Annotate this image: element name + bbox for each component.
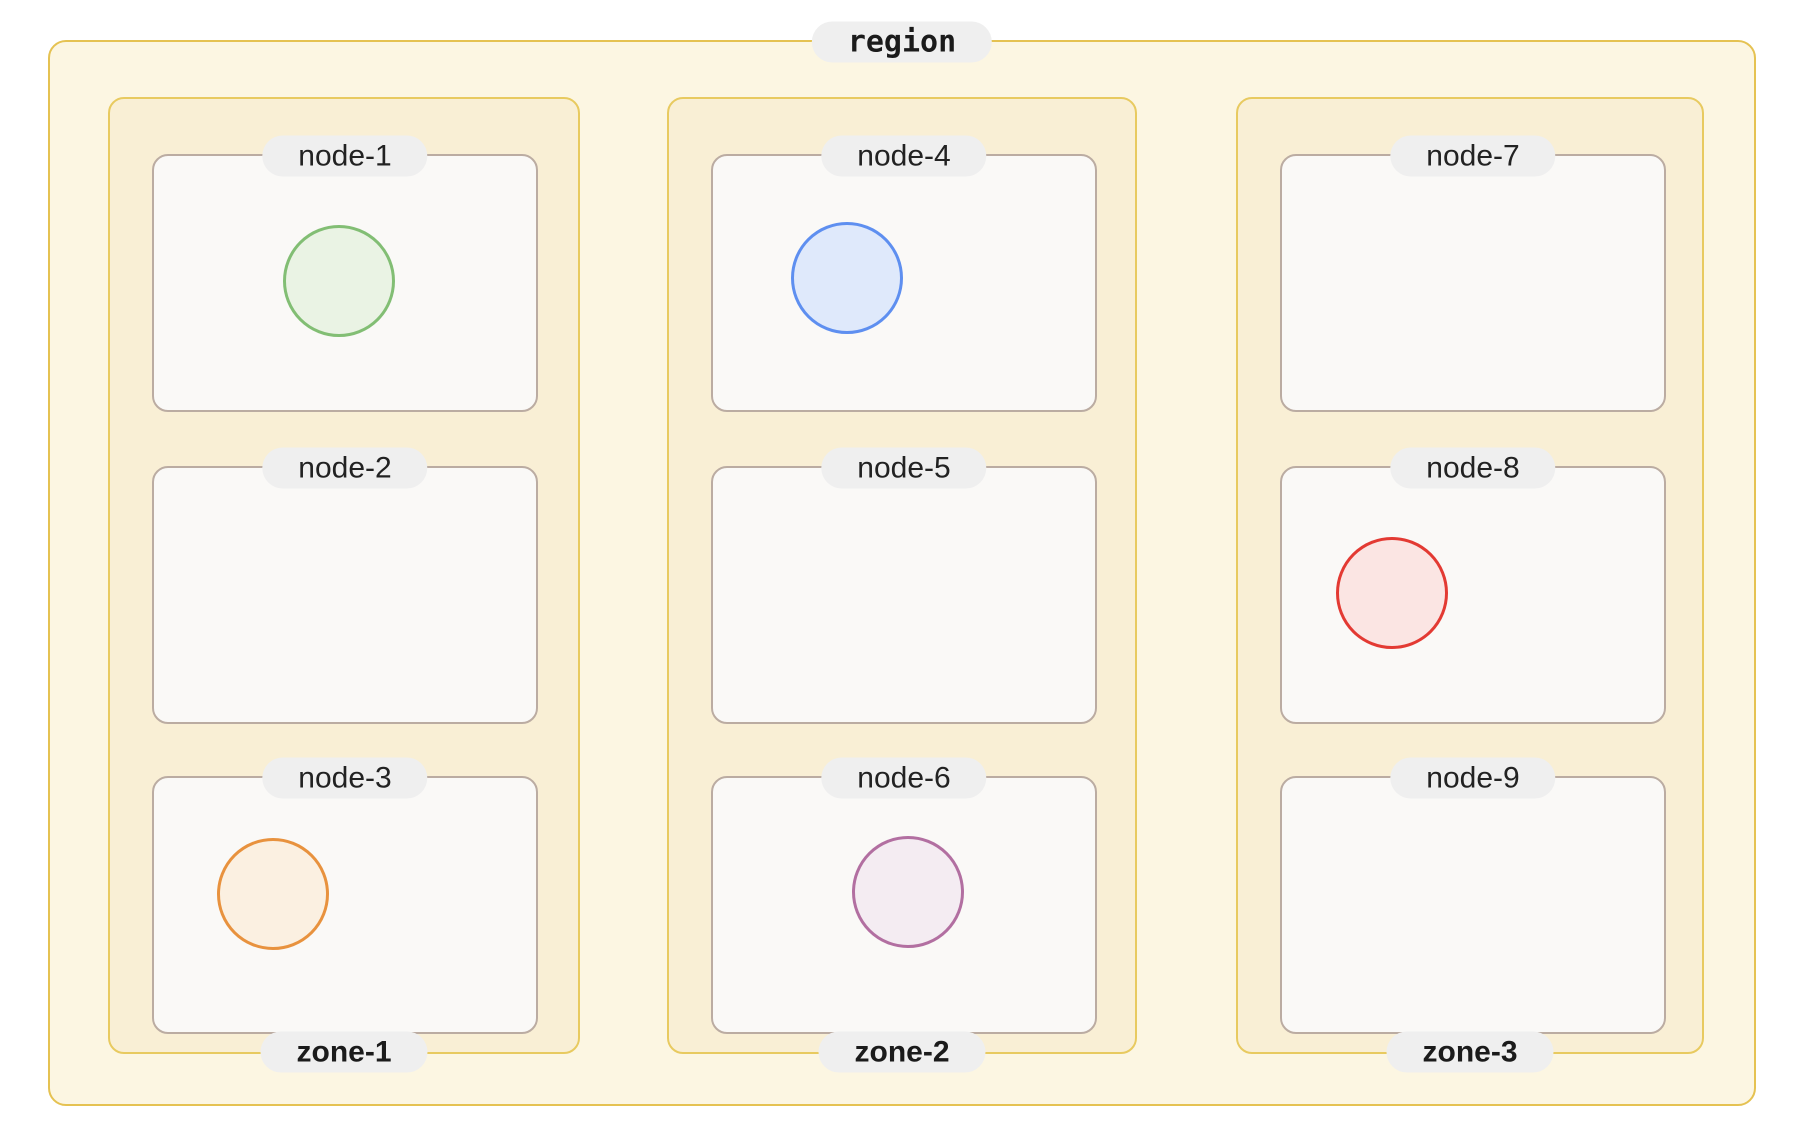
zone-1-container: zone-1 node-1 node-2 node-3	[108, 97, 580, 1073]
node-5-box: node-5	[711, 447, 1097, 724]
zone-2-container: zone-2 node-4 node-5 node-6	[667, 97, 1137, 1073]
node-9-box: node-9	[1280, 757, 1666, 1034]
node-6-label: node-6	[821, 757, 987, 799]
pod-circle-purple	[852, 836, 964, 948]
node-1-box: node-1	[152, 135, 538, 412]
node-3-label: node-3	[262, 757, 428, 799]
node-4-box: node-4	[711, 135, 1097, 412]
node-7-box: node-7	[1280, 135, 1666, 412]
pod-circle-orange	[217, 838, 329, 950]
node-4-label: node-4	[821, 135, 987, 177]
node-2-label: node-2	[262, 447, 428, 489]
pod-circle-green	[283, 225, 395, 337]
node-6-box: node-6	[711, 757, 1097, 1034]
node-8-box: node-8	[1280, 447, 1666, 724]
region-container: region zone-1 node-1 node-2 node-3 zone-…	[48, 21, 1756, 1106]
zone-3-container: zone-3 node-7 node-8 node-9	[1236, 97, 1704, 1073]
zone-1-label: zone-1	[260, 1031, 428, 1073]
node-1-label: node-1	[262, 135, 428, 177]
node-9-label: node-9	[1390, 757, 1556, 799]
zone-3-label: zone-3	[1386, 1031, 1554, 1073]
node-2-box: node-2	[152, 447, 538, 724]
pod-circle-red	[1336, 537, 1448, 649]
node-3-box: node-3	[152, 757, 538, 1034]
pod-circle-blue	[791, 222, 903, 334]
node-8-label: node-8	[1390, 447, 1556, 489]
zone-2-label: zone-2	[818, 1031, 986, 1073]
node-7-label: node-7	[1390, 135, 1556, 177]
region-label: region	[811, 21, 993, 63]
node-5-label: node-5	[821, 447, 987, 489]
